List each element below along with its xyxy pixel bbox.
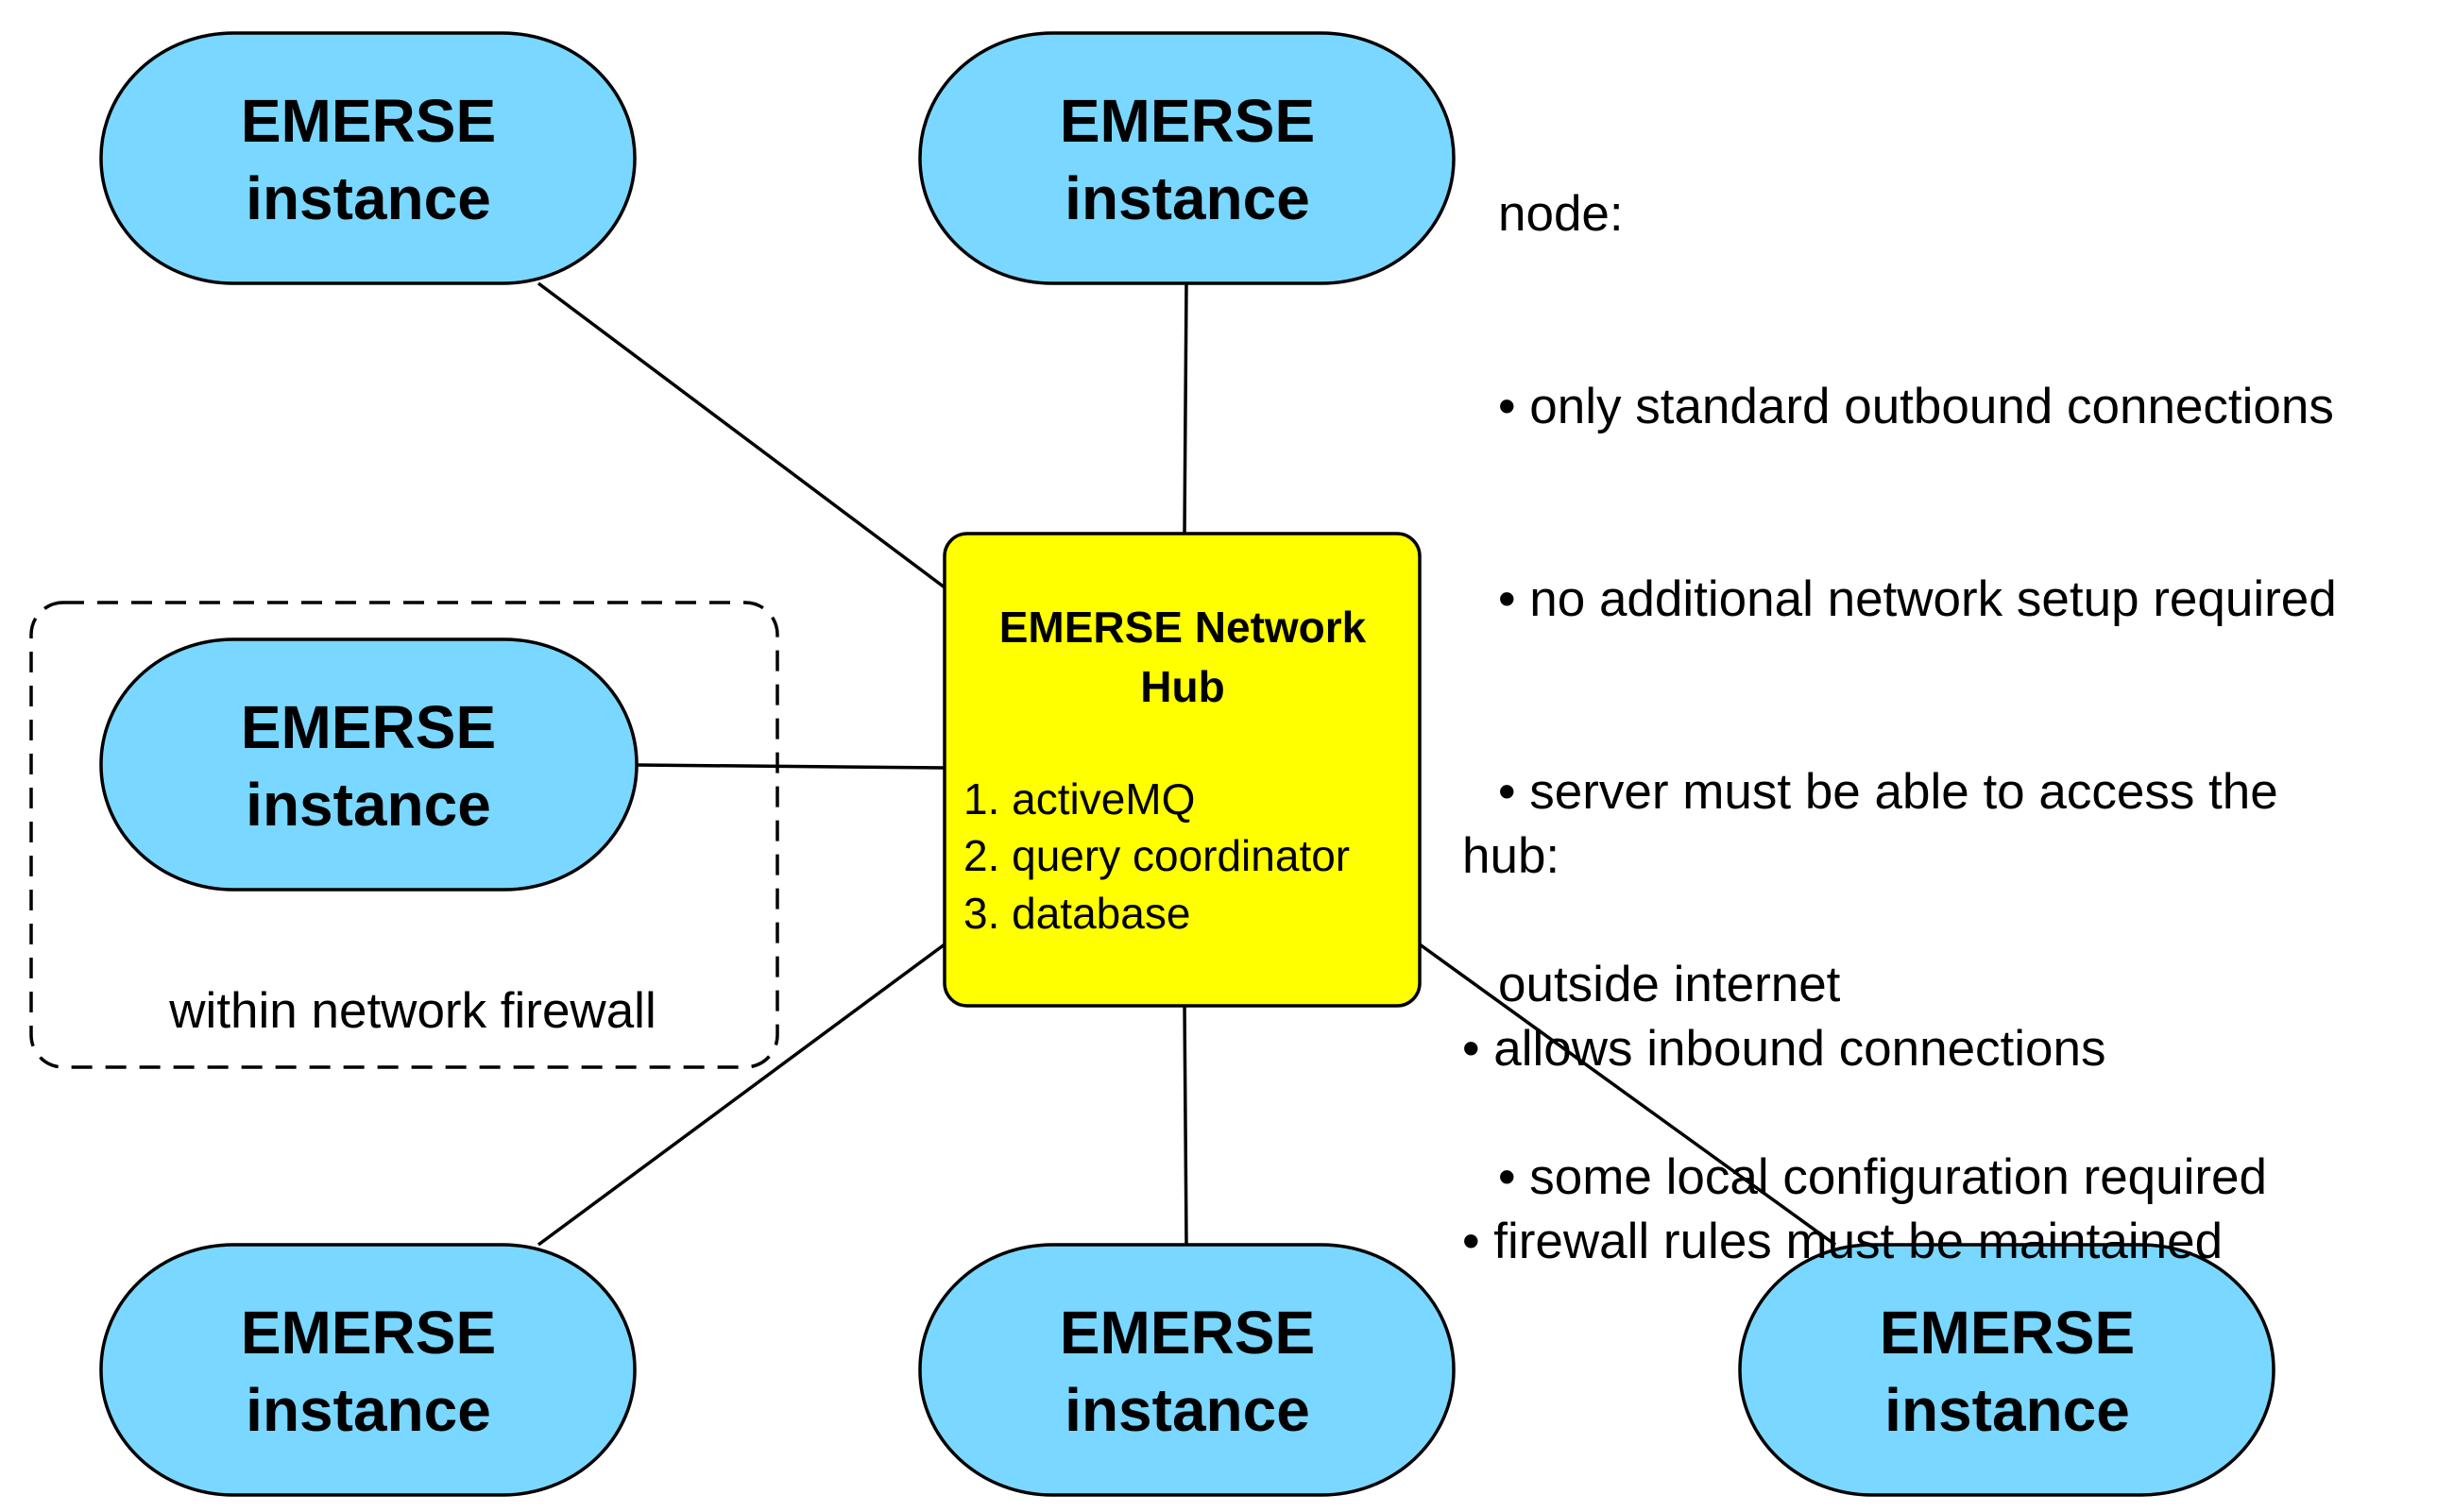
node-note-title: node: <box>1498 186 1624 242</box>
instance-label-line2: instance <box>246 164 491 232</box>
hub-item: 2. query coordinator <box>963 831 1350 880</box>
hub-title-line2: Hub <box>1140 662 1224 711</box>
node-note-line: • server must be able to access the <box>1498 764 2278 820</box>
connector-middle-left <box>636 763 946 770</box>
hub-note-line: • firewall rules must be maintained <box>1462 1214 2224 1269</box>
instance-label-line2: instance <box>1884 1376 2130 1444</box>
hub-note: hub: • allows inbound connections • fire… <box>1462 696 2223 1338</box>
node-note-line: • no additional network setup required <box>1498 571 2337 627</box>
instance-label-line1: EMERSE <box>1880 1299 2135 1367</box>
instance-node: EMERSE instance <box>99 637 639 892</box>
firewall-boundary <box>29 601 779 1069</box>
hub-box <box>943 532 1422 1008</box>
node-note-line: • some local configuration required <box>1498 1149 2267 1205</box>
connector-bottom-center <box>1183 1003 1188 1246</box>
instance-label-line1: EMERSE <box>241 693 496 761</box>
instance-label-line2: instance <box>246 771 491 839</box>
hub-title-line1: EMERSE Network <box>999 603 1367 652</box>
instance-node: EMERSE instance <box>918 1243 1456 1497</box>
instance-node: EMERSE instance <box>99 1243 637 1497</box>
instance-node: EMERSE instance <box>1738 1243 2275 1497</box>
hub-item: 3. database <box>963 889 1190 938</box>
hub-item: 1. activeMQ <box>963 774 1195 824</box>
hub-note-title: hub: <box>1462 828 1560 884</box>
instance-label-line2: instance <box>1065 164 1310 232</box>
network-hub: EMERSE Network Hub 1. activeMQ 2. query … <box>943 532 1422 1008</box>
connector-bottom-left <box>537 943 946 1247</box>
instance-node: EMERSE instance <box>99 31 637 285</box>
connector-top-center <box>1183 282 1188 535</box>
instance-label-line2: instance <box>246 1376 491 1444</box>
connector-top-left <box>537 281 946 589</box>
hub-note-line: • allows inbound connections <box>1462 1021 2106 1077</box>
node-note-line: • only standard outbound connections <box>1498 379 2334 434</box>
instance-label-line1: EMERSE <box>241 1299 496 1367</box>
instance-node: EMERSE instance <box>918 31 1456 285</box>
firewall-label: within network firewall <box>168 983 656 1039</box>
instance-label-line1: EMERSE <box>1060 87 1315 155</box>
node-note-line: outside internet <box>1498 957 1841 1012</box>
instance-label-line1: EMERSE <box>241 87 496 155</box>
instance-label-line2: instance <box>1065 1376 1310 1444</box>
connector-bottom-right <box>1418 943 1837 1247</box>
instance-label-line1: EMERSE <box>1060 1299 1315 1367</box>
node-note: node: • only standard outbound connectio… <box>1498 54 2337 1274</box>
